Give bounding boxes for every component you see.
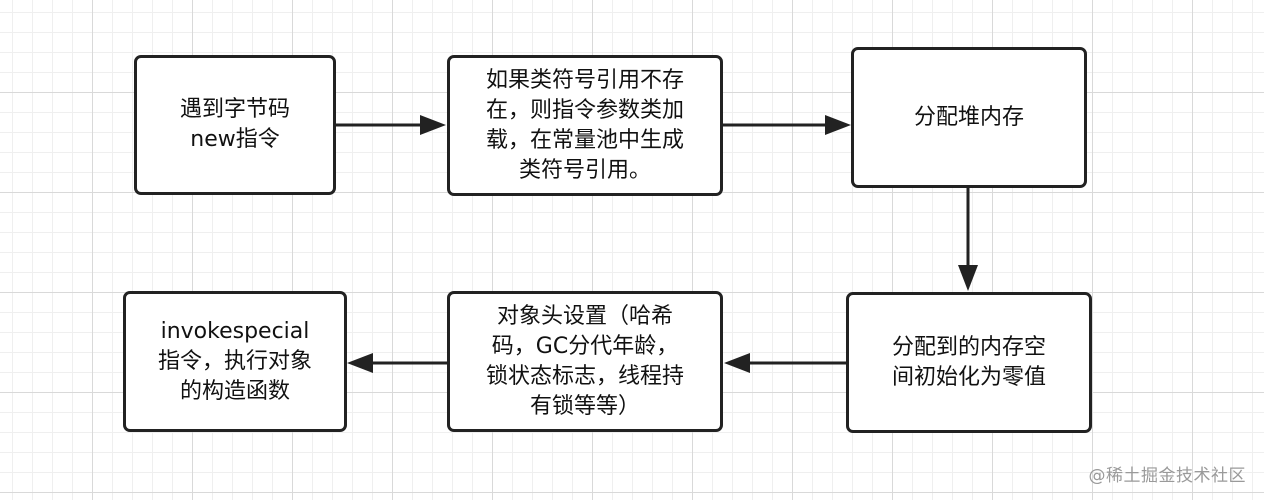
node-label: invokespecial 指令，执行对象 的构造函数 [157, 318, 312, 404]
edge-n1-n2 [336, 115, 446, 135]
edge-n4-n5 [724, 353, 846, 373]
node-zero-init[interactable]: 分配到的内存空 间初始化为零值 [846, 292, 1092, 433]
node-label: 分配到的内存空 间初始化为零值 [891, 334, 1046, 390]
edge-n2-n3 [723, 115, 851, 135]
edge-n5-n6 [347, 353, 447, 373]
node-label: 分配堆内存 [913, 104, 1024, 130]
node-label: 对象头设置（哈希 码，GC分代年龄， 锁状态标志，线程持 有锁等等） [485, 303, 684, 419]
node-allocate-heap[interactable]: 分配堆内存 [851, 47, 1087, 188]
node-invokespecial[interactable]: invokespecial 指令，执行对象 的构造函数 [123, 291, 347, 432]
node-bytecode-new[interactable]: 遇到字节码 new指令 [134, 55, 336, 195]
edge-n3-n4 [958, 188, 978, 291]
node-label: 遇到字节码 new指令 [179, 97, 290, 152]
node-class-loading[interactable]: 如果类符号引用不存 在，则指令参数类加 载，在常量池中生成 类符号引用。 [447, 55, 723, 196]
node-label: 如果类符号引用不存 在，则指令参数类加 载，在常量池中生成 类符号引用。 [485, 67, 684, 183]
watermark: @稀土掘金技术社区 [1088, 466, 1246, 486]
node-object-header[interactable]: 对象头设置（哈希 码，GC分代年龄， 锁状态标志，线程持 有锁等等） [447, 291, 723, 432]
